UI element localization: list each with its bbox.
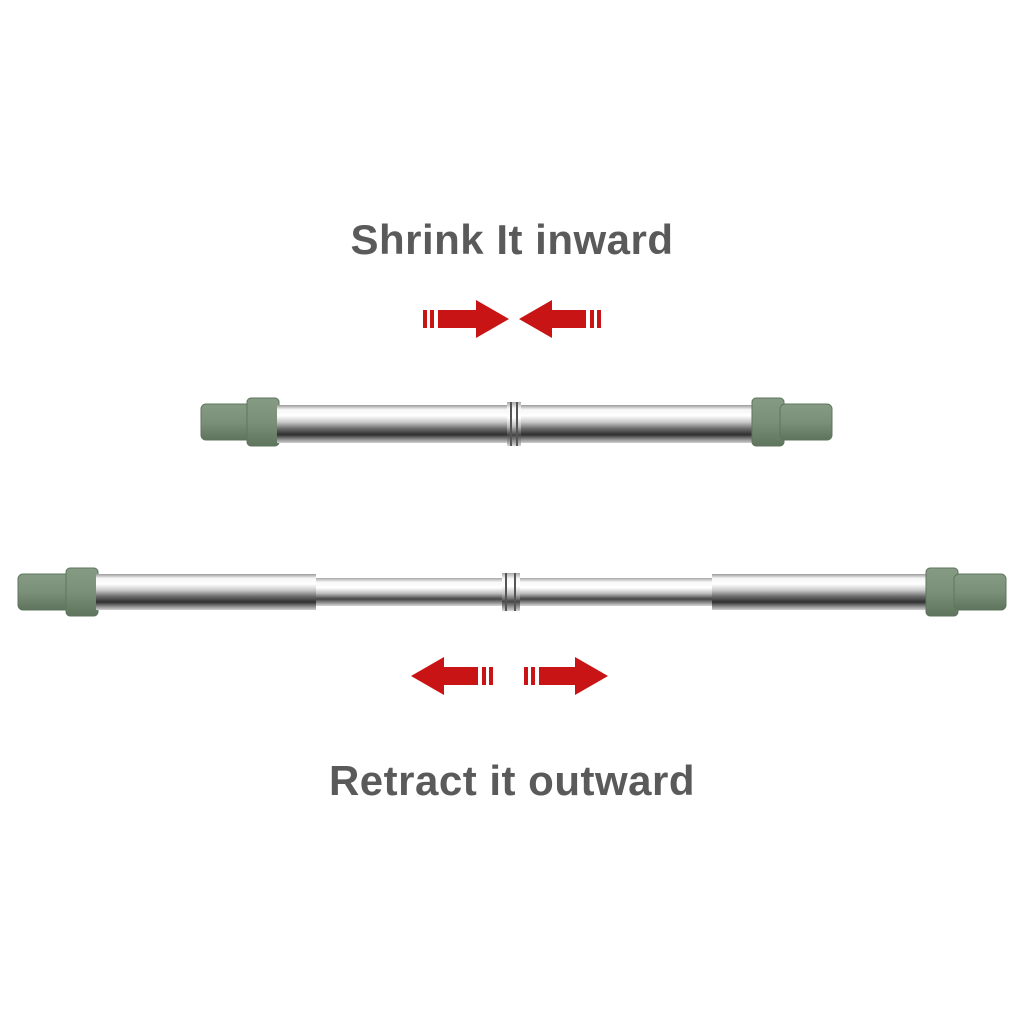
caption-shrink-inward: Shrink It inward [350, 216, 674, 263]
short-rod-illustration [200, 397, 833, 447]
inward-arrows-icon [423, 300, 601, 338]
caption-retract-outward: Retract it outward [328, 757, 696, 804]
long-rod-illustration [17, 567, 1007, 617]
outward-arrows-icon [411, 657, 608, 695]
